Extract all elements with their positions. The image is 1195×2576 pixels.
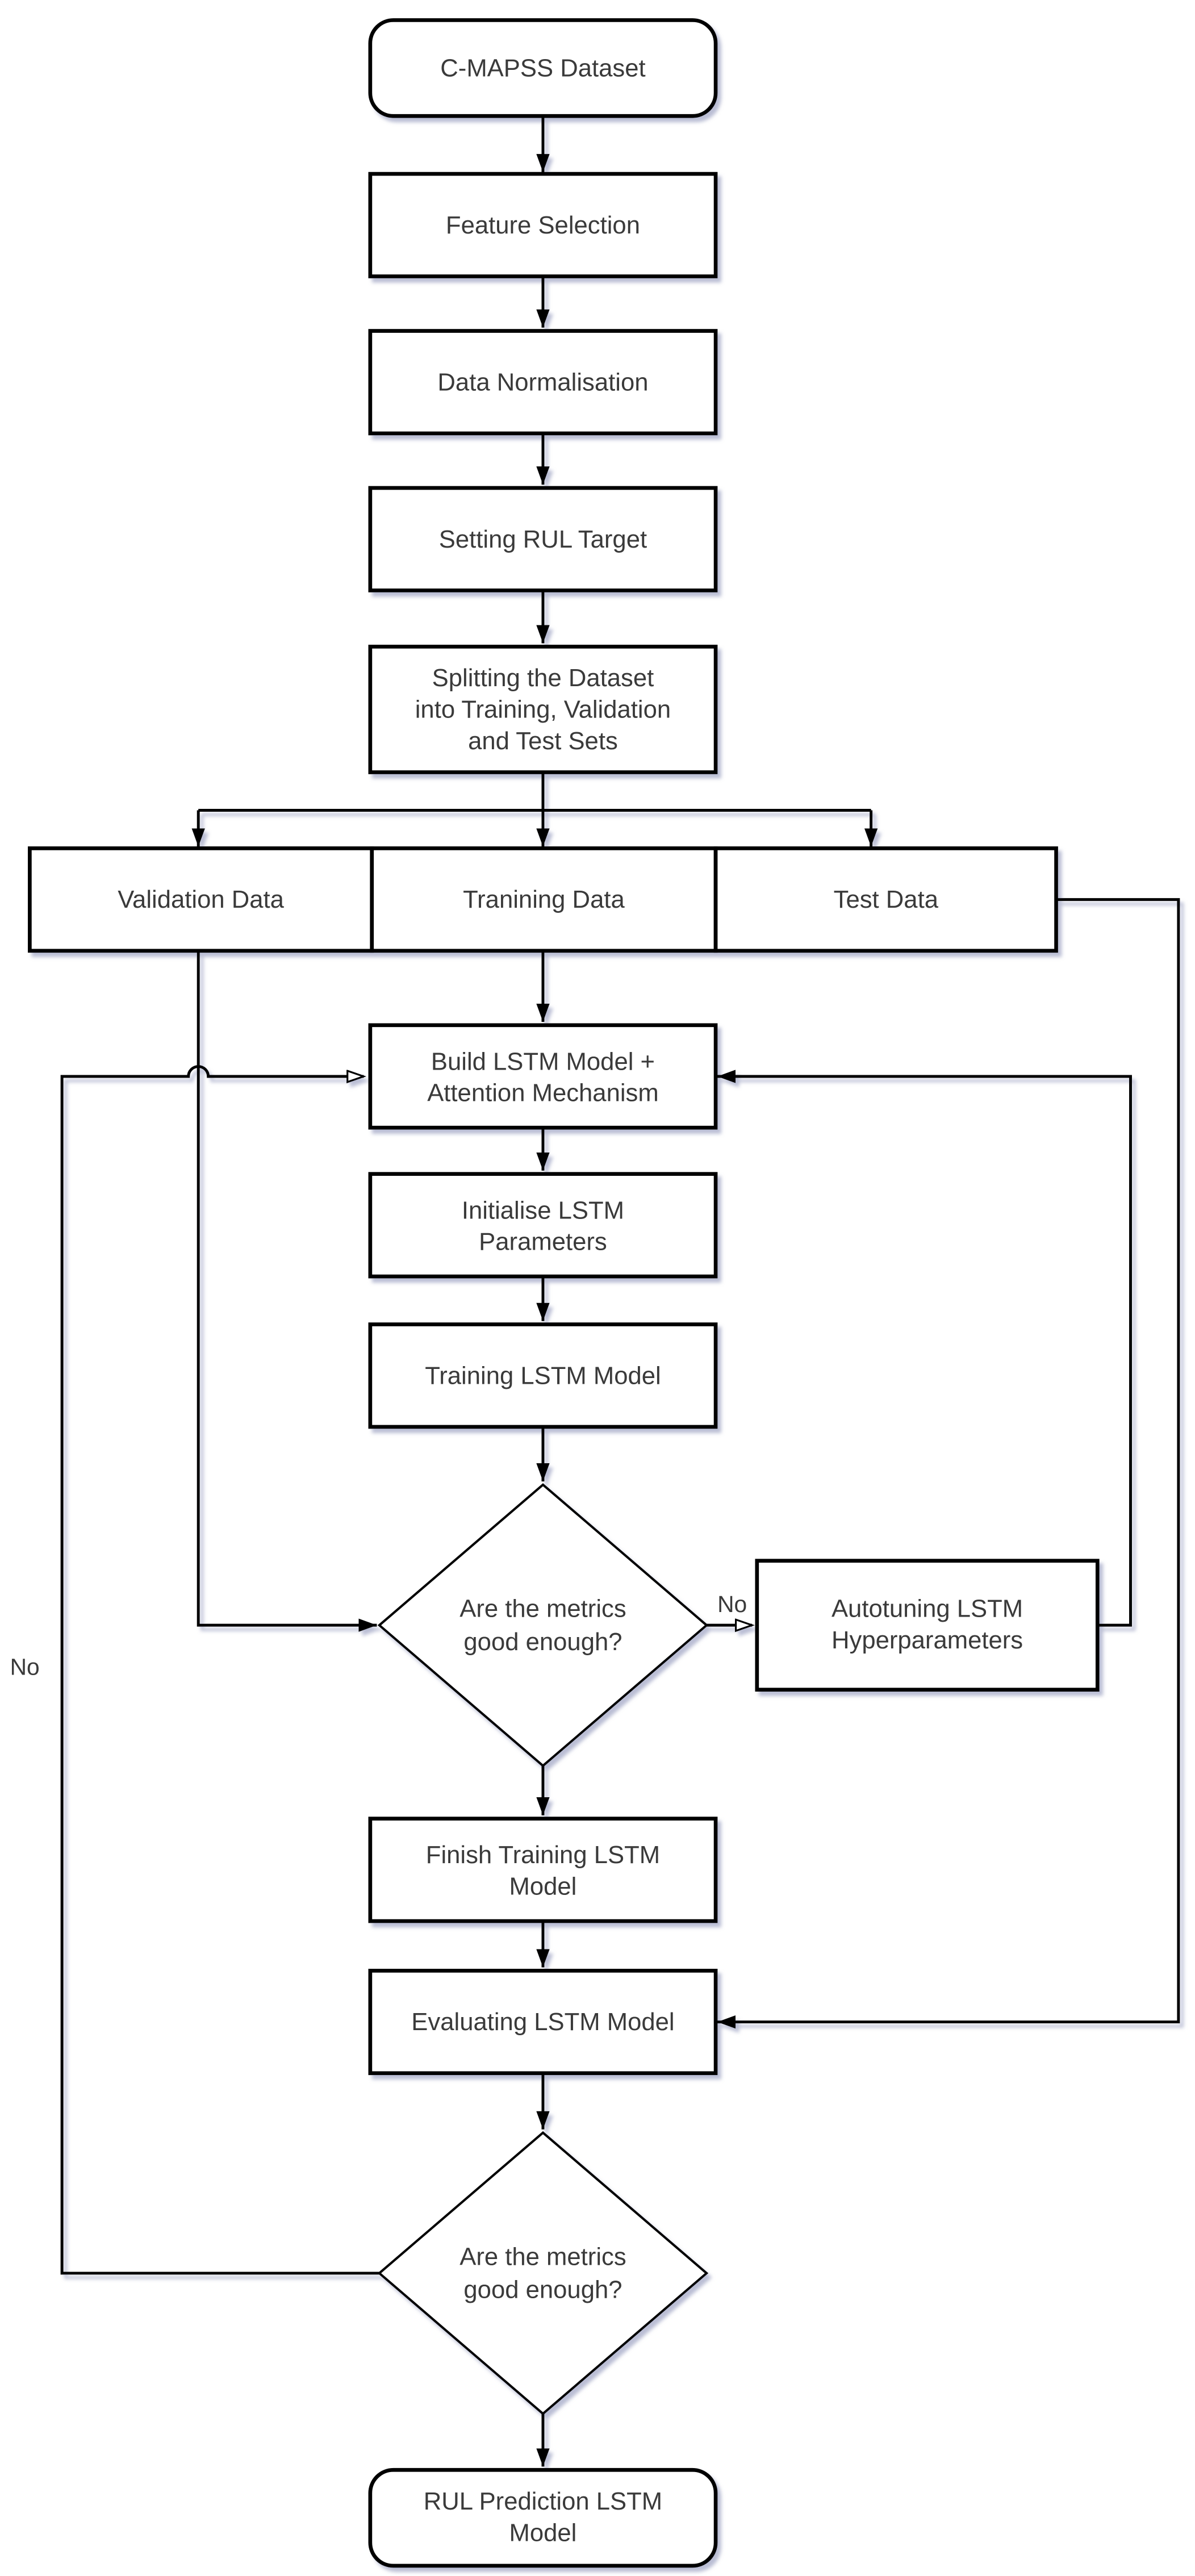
- node-feature-selection: [368, 172, 718, 278]
- label-split-2: into Training, Validation: [415, 696, 671, 724]
- edge-validation-to-decision1: [197, 950, 377, 1632]
- edge-autotune-feedback-to-build: [717, 1070, 1132, 1627]
- label-cmapss: C-MAPSS Dataset: [440, 54, 645, 82]
- node-rul-prediction-lstm: [368, 2468, 718, 2568]
- node-training-data: [370, 846, 718, 953]
- label-init-2: Parameters: [479, 1228, 607, 1256]
- label-rul-pred-2: Model: [509, 2519, 577, 2546]
- label-decision2-1: Are the metrics: [459, 2243, 626, 2270]
- label-no-autotune: No: [717, 1591, 747, 1617]
- label-test-data: Test Data: [834, 886, 939, 913]
- node-cmapss-dataset: [368, 18, 718, 118]
- node-evaluating-lstm-model: [368, 1969, 718, 2076]
- node-initialise-lstm-parameters: [368, 1172, 718, 1279]
- label-build-2: Attention Mechanism: [427, 1079, 659, 1107]
- label-rul-target: Setting RUL Target: [439, 525, 647, 553]
- node-decision-metrics-1: [377, 1483, 709, 1768]
- label-rul-pred-1: RUL Prediction LSTM: [424, 2487, 662, 2515]
- node-finish-training-lstm: [368, 1817, 718, 1923]
- label-split-3: and Test Sets: [468, 727, 618, 755]
- label-normalise: Data Normalisation: [437, 368, 648, 396]
- node-decision-metrics-2: [377, 2131, 709, 2415]
- node-splitting-dataset: [368, 645, 718, 774]
- node-test-data: [713, 846, 1058, 953]
- node-setting-rul-target: [368, 486, 718, 592]
- node-build-lstm-model: [368, 1023, 718, 1130]
- label-decision1-1: Are the metrics: [459, 1595, 626, 1623]
- edge-decision2-no-loop-to-build: [60, 1065, 379, 2275]
- node-labels: C-MAPSS Dataset Feature Selection Data N…: [10, 54, 1023, 2546]
- label-evaluating: Evaluating LSTM Model: [411, 2008, 674, 2036]
- label-training-data: Tranining Data: [463, 886, 625, 913]
- label-decision2-2: good enough?: [463, 2276, 622, 2304]
- label-init-1: Initialise LSTM: [462, 1196, 624, 1224]
- label-no-loop: No: [10, 1654, 40, 1680]
- node-data-normalisation: [368, 329, 718, 436]
- label-split-1: Splitting the Dataset: [432, 664, 654, 692]
- label-feature: Feature Selection: [446, 211, 640, 239]
- label-validation-data: Validation Data: [118, 886, 284, 913]
- label-finish-1: Finish Training LSTM: [426, 1841, 660, 1869]
- label-autotune-1: Autotuning LSTM: [832, 1595, 1023, 1623]
- label-build-1: Build LSTM Model +: [431, 1047, 655, 1075]
- label-training-lstm: Training LSTM Model: [425, 1362, 661, 1389]
- label-decision1-2: good enough?: [463, 1628, 622, 1656]
- node-autotuning-hyperparameters: [755, 1559, 1100, 1692]
- label-finish-2: Model: [509, 1873, 577, 1901]
- edge-test-data-to-evaluate: [717, 898, 1180, 2029]
- label-autotune-2: Hyperparameters: [832, 1626, 1023, 1654]
- node-training-lstm-model: [368, 1322, 718, 1429]
